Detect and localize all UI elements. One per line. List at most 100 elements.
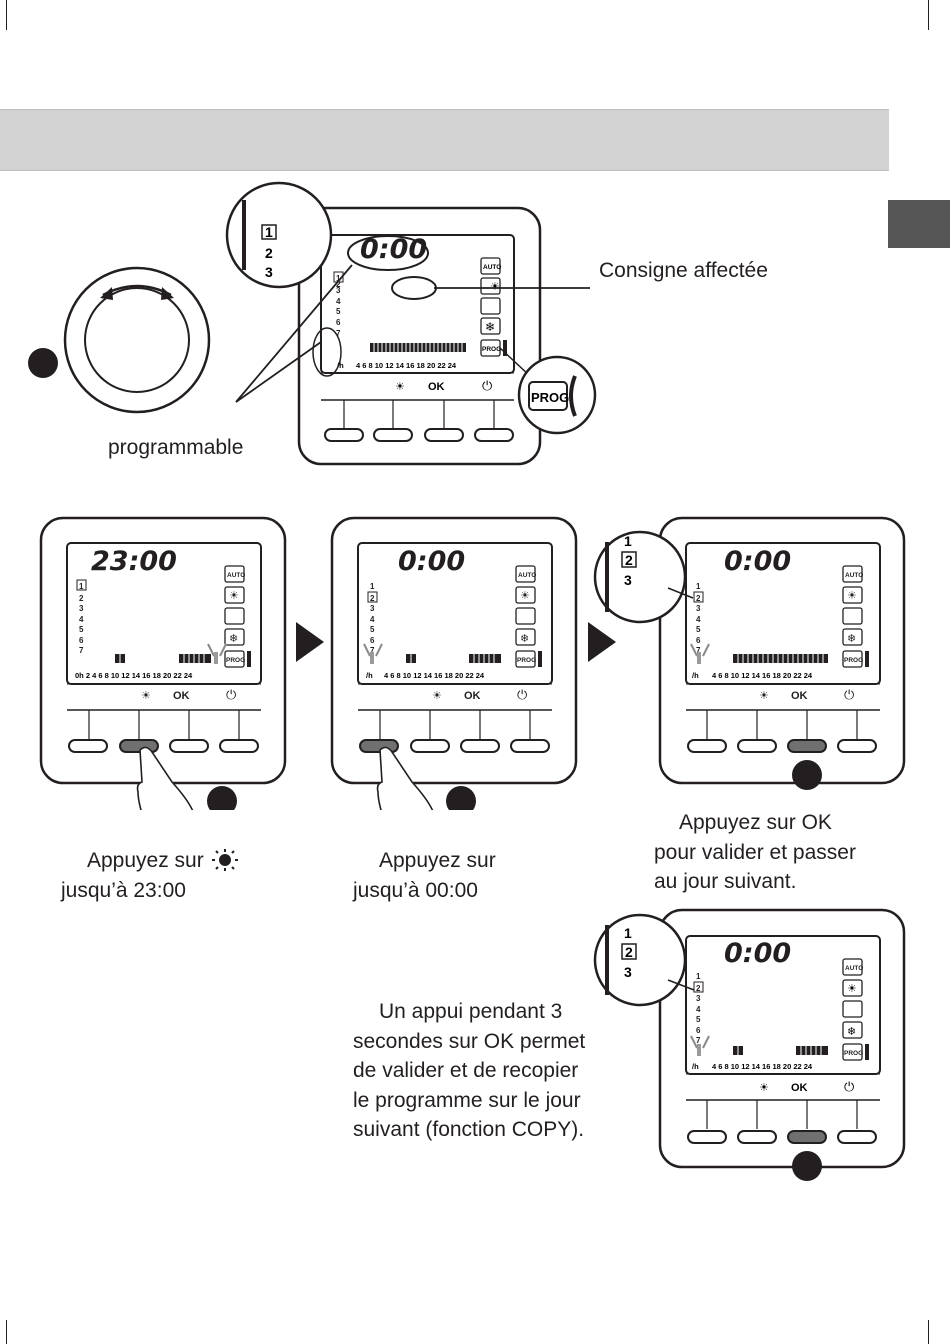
svg-text:2: 2: [265, 245, 273, 261]
svg-text:AUTO: AUTO: [227, 572, 245, 579]
svg-text:/h: /h: [692, 671, 699, 680]
svg-text:❄: ❄: [229, 633, 238, 645]
copy-caption-5: suivant (fonction COPY).: [353, 1118, 585, 1141]
time-display: 0:00: [360, 234, 428, 265]
svg-text:⏻: ⏻: [844, 1079, 854, 1094]
sun-button[interactable]: [410, 739, 450, 753]
svg-text:1: 1: [696, 972, 701, 981]
power-button[interactable]: [837, 1130, 877, 1144]
hours-axis: 4 6 8 10 12 14 16 18 20 22 24: [356, 361, 457, 370]
svg-text:❄: ❄: [847, 1026, 856, 1038]
svg-text:☀: ☀: [141, 690, 151, 702]
svg-text:2: 2: [625, 944, 633, 960]
moon-button[interactable]: [324, 428, 364, 442]
svg-text:1: 1: [696, 582, 701, 591]
svg-text:3: 3: [624, 572, 632, 588]
ok-button[interactable]: [787, 739, 827, 753]
svg-text:7: 7: [696, 646, 701, 655]
svg-text:7: 7: [336, 329, 341, 338]
svg-text:⏻: ⏻: [844, 687, 854, 702]
svg-text:4: 4: [79, 615, 84, 624]
svg-text:OK: OK: [173, 690, 190, 702]
svg-text:/h: /h: [337, 361, 344, 370]
moon-button[interactable]: [687, 1130, 727, 1144]
copy-caption-4: le programme sur le jour: [353, 1089, 581, 1112]
svg-text:3: 3: [336, 286, 341, 295]
sun-button[interactable]: [373, 428, 413, 442]
time-display: 0:00: [398, 546, 466, 577]
svg-text:4: 4: [370, 615, 375, 624]
svg-text:1: 1: [624, 533, 632, 549]
ok-button[interactable]: [169, 739, 209, 753]
svg-text:OK: OK: [464, 690, 481, 702]
moon-button[interactable]: [359, 739, 399, 753]
svg-text:7: 7: [696, 1036, 701, 1045]
svg-text:AUTO: AUTO: [518, 572, 536, 579]
svg-text:☀: ☀: [847, 590, 857, 602]
svg-text:/h: /h: [366, 671, 373, 680]
svg-text:6: 6: [336, 318, 341, 327]
dial: [63, 266, 211, 414]
svg-text:☀: ☀: [229, 590, 239, 602]
svg-text:4: 4: [696, 1005, 701, 1014]
svg-text:4: 4: [696, 615, 701, 624]
step-sun-caption-line2: jusqu’à 23:00: [61, 879, 186, 902]
power-button[interactable]: [837, 739, 877, 753]
consigne-label: Consigne affectée: [599, 259, 768, 282]
auto-icon: AUTO: [483, 264, 501, 271]
moon-button[interactable]: [68, 739, 108, 753]
step-bullet: [792, 1151, 822, 1181]
svg-text:4: 4: [336, 297, 341, 306]
svg-text:PROG: PROG: [844, 657, 863, 664]
sun-button[interactable]: [737, 739, 777, 753]
svg-text:⏻: ⏻: [226, 687, 236, 702]
prog-icon: PROG: [482, 346, 501, 353]
power-button[interactable]: [510, 739, 550, 753]
svg-text:☀: ☀: [759, 1082, 769, 1094]
svg-text:7: 7: [79, 646, 84, 655]
svg-text:AUTO: AUTO: [845, 572, 863, 579]
svg-text:1: 1: [370, 582, 375, 591]
svg-text:3: 3: [370, 604, 375, 613]
power-button[interactable]: [219, 739, 259, 753]
chapter-tab: [888, 200, 950, 248]
svg-text:5: 5: [370, 625, 375, 634]
next-arrow: [296, 622, 324, 662]
svg-text:6: 6: [79, 636, 84, 645]
svg-text:PROG: PROG: [226, 657, 245, 664]
svg-text:6: 6: [696, 636, 701, 645]
svg-text:3: 3: [624, 964, 632, 980]
time-display: 0:00: [724, 938, 792, 969]
crop-mark: [928, 0, 929, 30]
svg-text:3: 3: [696, 604, 701, 613]
svg-text:5: 5: [696, 1015, 701, 1024]
step-moon-caption: Appuyez sur: [379, 846, 518, 876]
svg-text:❄: ❄: [847, 633, 856, 645]
ok-button[interactable]: [460, 739, 500, 753]
moon-icon: [505, 851, 515, 869]
sun-button[interactable]: [119, 739, 159, 753]
moon-button[interactable]: [687, 739, 727, 753]
sun-icon: ☀: [490, 281, 500, 293]
ok-button[interactable]: [787, 1130, 827, 1144]
step-ok-caption-3: au jour suivant.: [654, 870, 797, 893]
svg-text:1: 1: [336, 274, 341, 283]
svg-text:OK: OK: [791, 690, 808, 702]
svg-text:5: 5: [336, 307, 341, 316]
svg-text:2: 2: [696, 984, 701, 993]
sun-button[interactable]: [737, 1130, 777, 1144]
power-button[interactable]: [474, 428, 514, 442]
svg-text:☀: ☀: [432, 690, 442, 702]
ok-button[interactable]: [424, 428, 464, 442]
step-bullet: [207, 786, 237, 810]
svg-text:⏻: ⏻: [517, 687, 527, 702]
time-display: 0:00: [724, 546, 792, 577]
step-sun-caption: Appuyez sur: [87, 846, 240, 876]
svg-text:OK: OK: [791, 1082, 808, 1094]
ok-label: OK: [428, 381, 445, 393]
step-moon-caption-line2: jusqu’à 00:00: [353, 879, 478, 902]
hours-axis: 4 6 8 10 12 14 16 18 20 22 24: [384, 671, 485, 680]
svg-text:3: 3: [696, 994, 701, 1003]
